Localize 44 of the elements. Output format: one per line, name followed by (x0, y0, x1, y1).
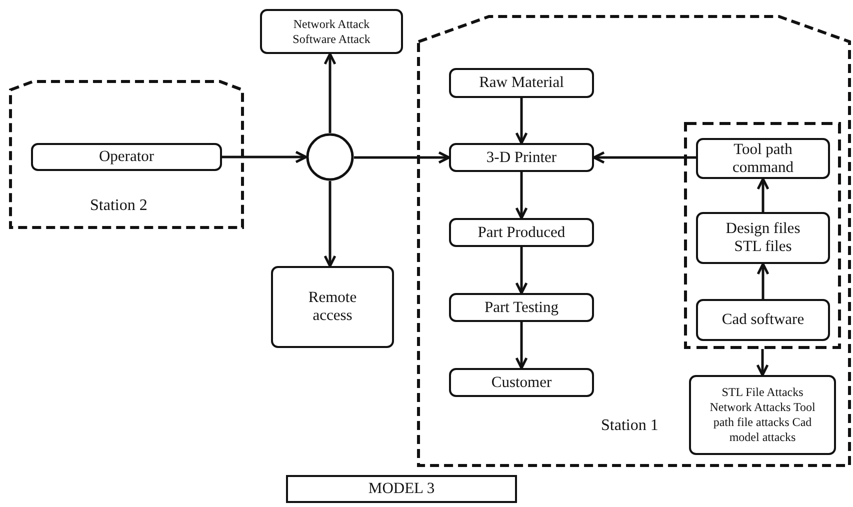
node-label: Operator (98, 148, 154, 166)
node-label: Raw Material (479, 74, 564, 92)
station-region (9, 80, 244, 229)
process-box (260, 9, 403, 54)
node-label: STL File Attacks Network Attacks Tool path file attacks Cad model attacks (708, 385, 816, 445)
node-label: Network Attack Software Attack (292, 16, 372, 46)
arrow (222, 150, 308, 164)
process-box (286, 475, 517, 503)
arrow (324, 52, 336, 133)
process-box (696, 299, 830, 341)
node-label: Remote access (307, 289, 358, 325)
station-region (417, 15, 851, 467)
arrow (515, 172, 528, 220)
process-box (31, 143, 222, 171)
arrow (515, 98, 528, 144)
dashed-group-box (684, 122, 841, 349)
process-box (696, 138, 830, 179)
process-box (449, 218, 594, 247)
junction-circle (306, 133, 354, 181)
node-label: Design files STL files (724, 220, 802, 256)
arrow (756, 262, 770, 299)
node-label: Cad software (722, 311, 804, 329)
arrow (756, 178, 770, 212)
node-label: MODEL 3 (368, 480, 435, 498)
process-box (449, 143, 594, 172)
station-label: Station 1 (601, 417, 658, 435)
node-label: Customer (491, 374, 552, 392)
station-label: Station 2 (90, 197, 148, 215)
node-label: Tool path command (731, 140, 795, 176)
process-box (696, 212, 830, 264)
node-label: Part Testing (484, 298, 558, 316)
arrow (515, 247, 528, 294)
process-box (449, 368, 594, 397)
arrow (324, 181, 336, 268)
node-label: Part Produced (478, 224, 566, 242)
arrow (515, 322, 528, 370)
process-box (689, 375, 836, 455)
process-box (449, 68, 594, 98)
arrow (592, 151, 696, 164)
node-label: 3-D Printer (486, 148, 557, 166)
process-box (449, 293, 594, 322)
arrow (354, 151, 450, 164)
arrow (756, 349, 769, 376)
process-box (271, 266, 394, 348)
